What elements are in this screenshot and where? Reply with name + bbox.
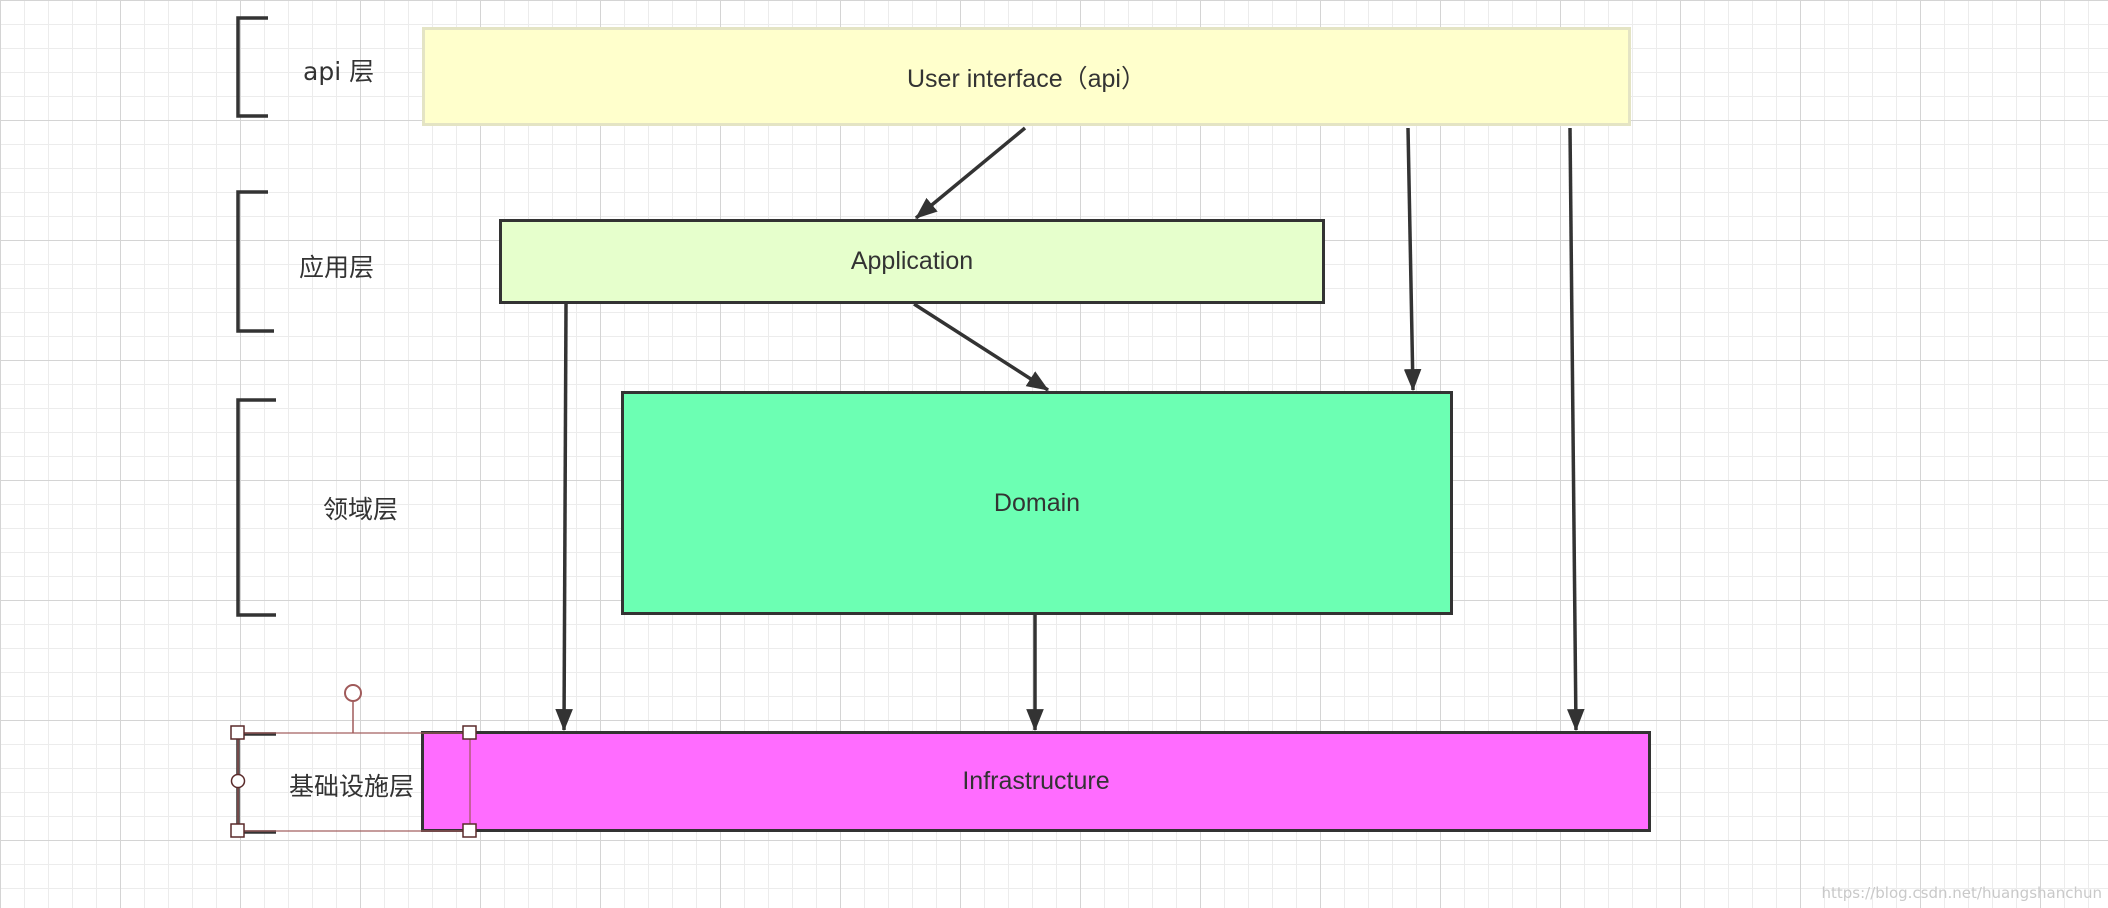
rotation-handle[interactable] [344, 684, 362, 702]
layer-label-infrastructure[interactable]: 基础设施层 [289, 772, 415, 801]
connection-point-left[interactable] [230, 773, 246, 789]
layer-label-domain[interactable]: 领域层 [323, 495, 399, 524]
application-layer-bracket [236, 190, 274, 333]
layer-label-application[interactable]: 应用层 [299, 253, 375, 282]
user-interface-label: User interface（api） [907, 64, 1146, 93]
arrow-application-to-domain [913, 302, 1049, 392]
arrow-ui-to-application [914, 126, 1027, 220]
infrastructure-label: Infrastructure [962, 767, 1110, 795]
arrow-application-to-infrastructure [555, 303, 573, 732]
watermark-url: https://blog.csdn.net/huangshanchun [1821, 884, 2102, 902]
resize-handle-top-left[interactable] [230, 725, 245, 740]
infrastructure-box[interactable]: Infrastructure [421, 731, 1651, 832]
application-label: Application [850, 247, 974, 275]
api-layer-bracket [236, 16, 268, 118]
domain-box[interactable]: Domain [621, 391, 1453, 615]
arrow-ui-to-domain [1403, 127, 1422, 392]
resize-handle-bottom-right[interactable] [462, 823, 477, 838]
layer-label-api[interactable]: api 层 [303, 57, 375, 86]
arrow-ui-to-infrastructure [1566, 127, 1585, 732]
application-box[interactable]: Application [499, 219, 1325, 304]
resize-handle-bottom-left[interactable] [230, 823, 245, 838]
resize-handle-top-right[interactable] [462, 725, 477, 740]
user-interface-box[interactable]: User interface（api） [422, 27, 1631, 126]
domain-label: Domain [993, 488, 1081, 517]
domain-layer-bracket [236, 398, 276, 617]
